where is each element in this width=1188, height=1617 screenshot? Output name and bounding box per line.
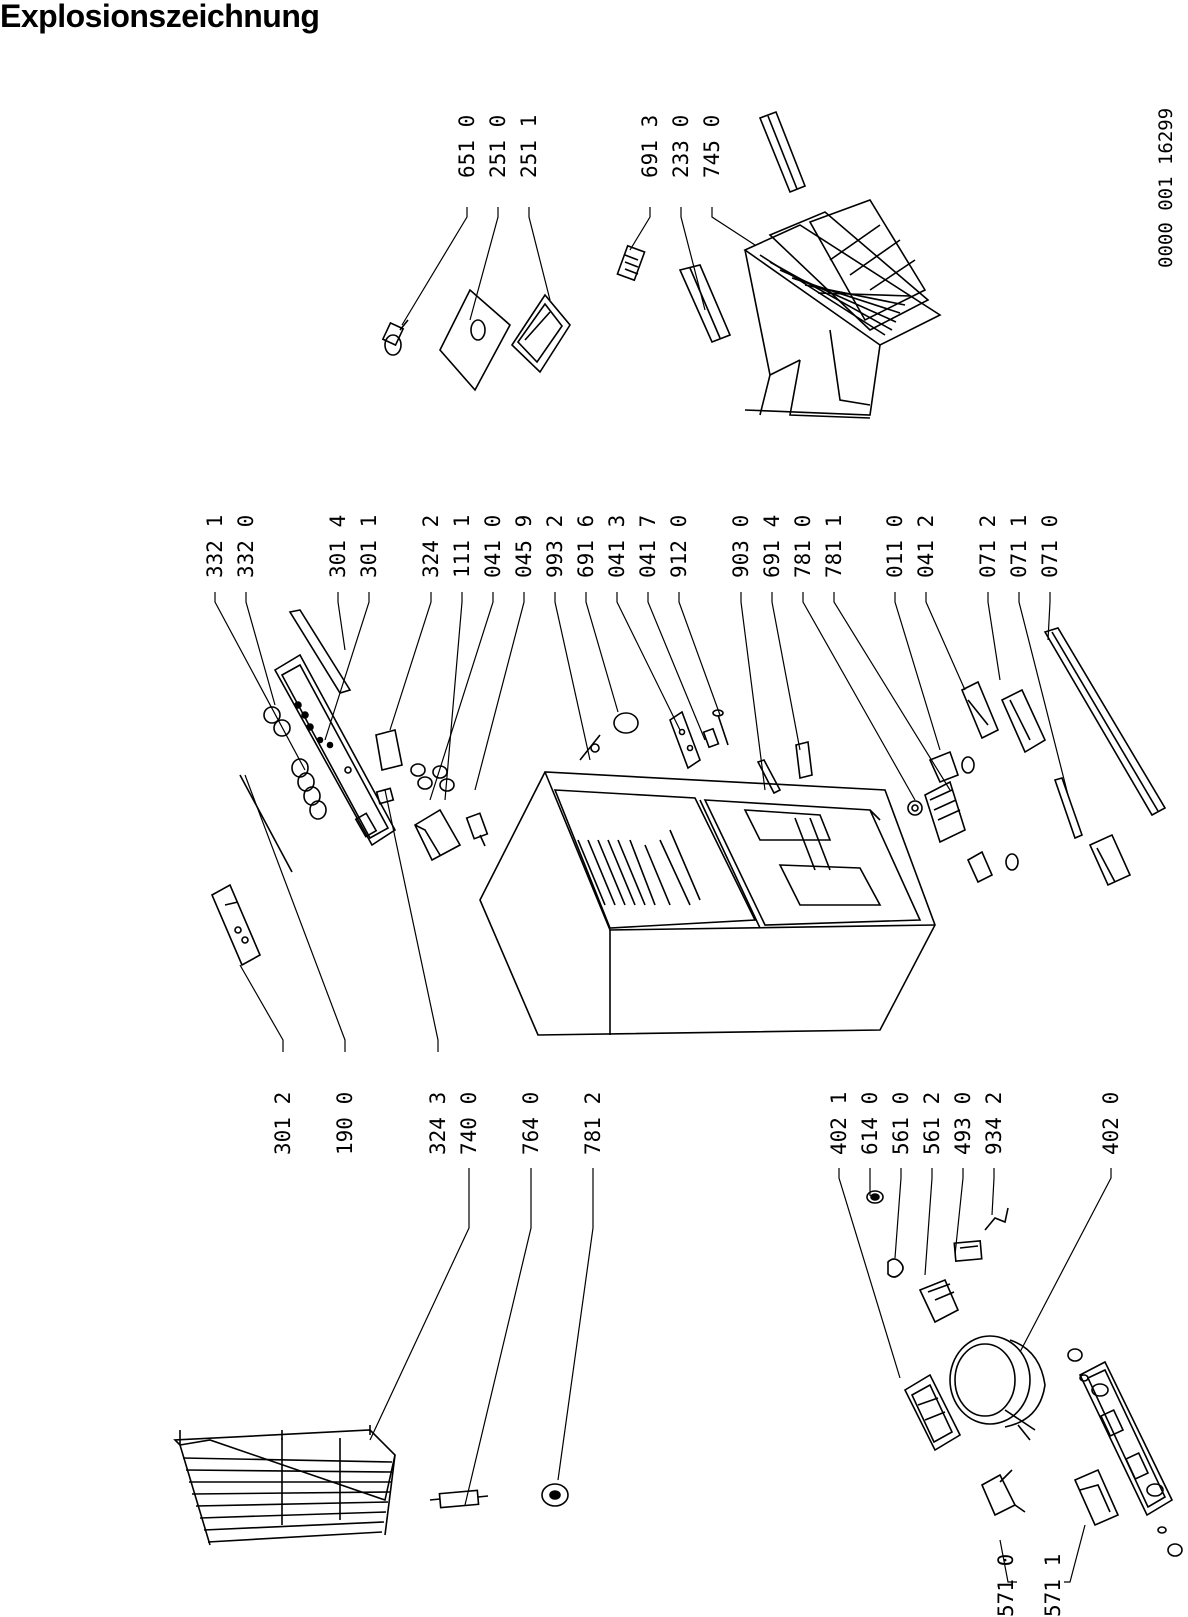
part-clip-324-2 [375,729,403,771]
part-cover-493-0 [953,1240,983,1262]
part-grommet-781-2 [541,1483,569,1507]
label-740-0: 740 0 [457,1092,481,1155]
label-781-0: 781 0 [791,515,815,578]
label-561-0: 561 0 [889,1092,913,1155]
part-hinge-011-0 [928,750,975,784]
label-745-0: 745 0 [700,115,724,178]
part-lamp-housing-251-1 [510,293,571,374]
label-764-0: 764 0 [519,1092,543,1155]
label-691-3: 691 3 [638,115,662,178]
label-301-4: 301 4 [326,515,350,578]
part-screw-912-0 [712,709,729,746]
part-bracket-041-3 [669,710,701,770]
label-251-0: 251 0 [486,115,510,178]
label-561-2: 561 2 [920,1092,944,1155]
part-thermostat-041-0 [413,808,462,862]
part-foot-cover [1088,833,1132,887]
label-251-1: 251 1 [517,115,541,178]
leader-lines [214,207,1112,1583]
label-045-9: 045 9 [512,515,536,578]
part-clip-993-2 [579,734,601,761]
label-781-2: 781 2 [581,1092,605,1155]
part-panel-301-2 [210,883,262,967]
label-324-3: 324 3 [426,1092,450,1155]
label-903-0: 903 0 [729,515,753,578]
label-233-0: 233 0 [669,115,693,178]
label-190-0: 190 0 [333,1092,357,1155]
part-rail-top-745-0 [758,110,807,194]
label-614-0: 614 0 [858,1092,882,1155]
part-feet [1067,1348,1183,1557]
part-switch-045-9 [465,812,489,847]
part-compressor-402-0 [949,1335,1046,1441]
part-rail-071-0 [1043,627,1167,817]
document-number: 0000 001 16299 [1155,108,1177,268]
part-filter-dryer-764-0 [429,1489,489,1509]
label-011-0: 011 0 [883,515,907,578]
part-disc-691-6 [613,712,639,734]
label-402-1: 402 1 [827,1092,851,1155]
part-cabinet [479,771,936,1036]
part-handle-691-3 [616,244,646,282]
label-041-7: 041 7 [636,515,660,578]
part-control-panel-301-1 [273,653,397,847]
label-993-2: 993 2 [543,515,567,578]
label-041-2: 041 2 [914,515,938,578]
label-402-0: 402 0 [1099,1092,1123,1155]
label-041-0: 041 0 [481,515,505,578]
label-332-0: 332 0 [234,515,258,578]
part-bar-903-0 [756,759,782,795]
label-691-6: 691 6 [574,515,598,578]
label-301-2: 301 2 [271,1092,295,1155]
label-912-0: 912 0 [667,515,691,578]
part-bracket-571-1 [1073,1468,1120,1527]
label-571-0: 571 0 [994,1554,1018,1617]
part-wire-934-2 [984,1207,1009,1231]
part-clip-614-0 [866,1190,884,1204]
part-base-plate [1078,1360,1174,1517]
part-hinge-cover-071-2 [1000,688,1047,754]
label-571-1: 571 1 [1041,1554,1065,1617]
label-493-0: 493 0 [951,1092,975,1155]
part-wire-190-0 [239,774,293,873]
part-clip-324-3 [375,787,395,805]
part-relay-561-2 [918,1278,960,1324]
label-332-1: 332 1 [203,515,227,578]
part-condenser-740-0 [173,1425,396,1546]
label-691-4: 691 4 [760,515,784,578]
parts [173,110,1183,1557]
part-knob-332-0 [263,706,291,737]
label-041-3: 041 3 [605,515,629,578]
label-781-1: 781 1 [822,515,846,578]
part-handle-691-4 [795,741,813,779]
part-wire-shelves-745-0 [743,199,942,419]
part-grille-781-1 [924,780,966,844]
label-071-2: 071 2 [976,515,1000,578]
part-labels: 651 0 251 0 251 1 691 3 233 0 745 0 332 … [203,115,1123,1617]
part-starter-571-0 [980,1469,1026,1517]
part-knobs-332-1 [291,758,327,820]
label-071-0: 071 0 [1038,515,1062,578]
part-cover-251-0 [439,288,512,392]
label-934-2: 934 2 [982,1092,1006,1155]
part-hinge-bracket-041-2 [960,680,1000,740]
part-hinge-lower [966,850,1019,884]
label-324-2: 324 2 [419,515,443,578]
part-protector-402-1 [903,1373,962,1452]
part-buttons-111-1 [410,763,455,792]
label-071-1: 071 1 [1007,515,1031,578]
part-spring-561-0 [887,1258,904,1278]
part-strip-301-4 [288,609,352,694]
part-sensor-041-7 [702,727,720,749]
label-651-0: 651 0 [455,115,479,178]
part-bar-071-1 [1053,777,1084,840]
page-title: Explosionszeichnung [0,0,320,34]
part-nut-781-0 [907,800,923,816]
label-111-1: 111 1 [450,515,474,578]
part-lamp-651-0 [381,319,409,356]
label-301-1: 301 1 [357,515,381,578]
part-rail-233-0 [678,264,732,344]
